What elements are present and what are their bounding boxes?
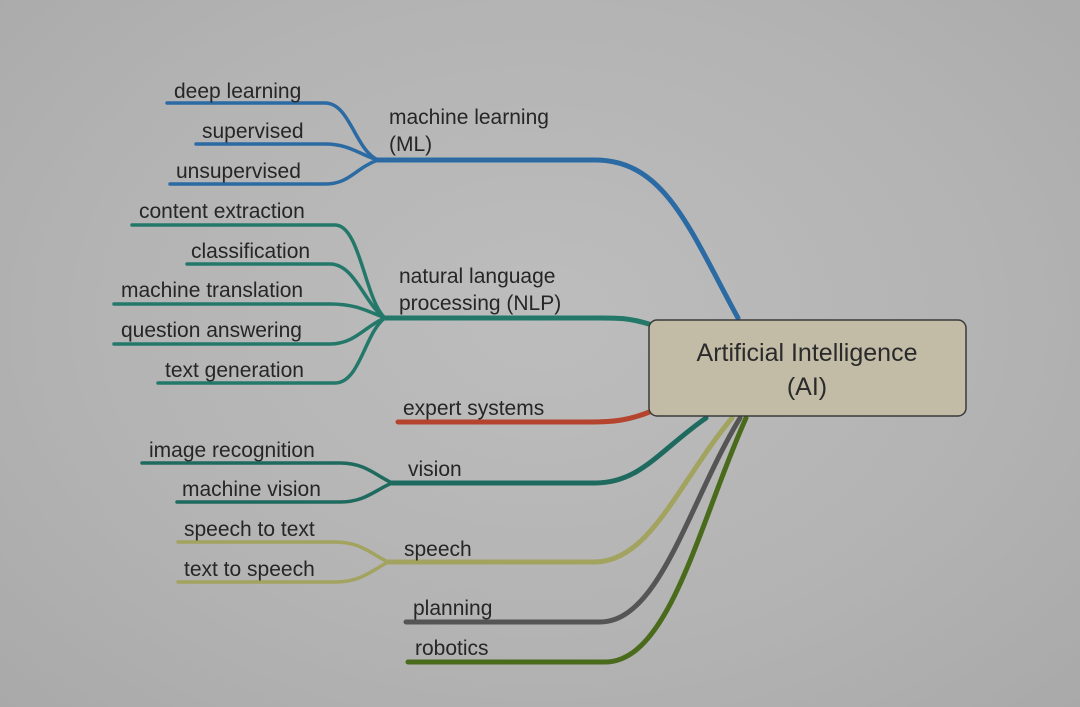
connector-vision <box>389 415 709 486</box>
leaf-line-text-to-speech <box>176 560 390 584</box>
leaf-line-text-generation <box>156 316 387 385</box>
branch-speech: speech speech to text text to speech <box>176 415 735 584</box>
connector-robotics <box>405 415 749 665</box>
central-node-title-line2: (AI) <box>787 373 827 401</box>
leaf-line-machine-translation <box>112 302 387 320</box>
connector-nlp <box>382 315 655 328</box>
central-node-title-line1: Artificial Intelligence <box>697 339 918 367</box>
branch-label-vision: vision <box>408 458 462 481</box>
leaf-line-content-extraction <box>130 223 387 320</box>
leaf-label-text-generation: text generation <box>165 359 304 382</box>
leaf-line-machine-vision <box>175 481 394 504</box>
central-node-box <box>648 319 967 417</box>
connector-speech <box>385 415 735 565</box>
branch-ml: machine learning (ML) deep learning supe… <box>165 80 741 321</box>
branch-nlp: natural language processing (NLP) conten… <box>112 200 655 385</box>
branch-planning: planning <box>403 415 743 625</box>
branch-label-nlp-line1: natural language <box>399 265 555 288</box>
branch-label-planning: planning <box>413 597 492 620</box>
leaf-line-supervised <box>194 142 380 162</box>
leaf-line-unsupervised <box>168 158 380 186</box>
connector-expert-systems <box>395 408 655 425</box>
branch-label-nlp-line2: processing (NLP) <box>399 292 561 315</box>
leaf-label-machine-vision: machine vision <box>182 478 321 501</box>
leaf-label-content-extraction: content extraction <box>139 200 305 223</box>
leaf-line-image-recognition <box>140 461 394 485</box>
leaf-label-image-recognition: image recognition <box>149 439 315 462</box>
leaf-label-speech-to-text: speech to text <box>184 518 315 541</box>
leaf-label-classification: classification <box>191 240 310 263</box>
leaf-line-speech-to-text <box>176 540 390 564</box>
central-node: Artificial Intelligence (AI) <box>648 319 967 417</box>
leaf-label-supervised: supervised <box>202 120 304 143</box>
branch-expert-systems: expert systems <box>395 397 655 425</box>
leaf-label-text-to-speech: text to speech <box>184 558 315 581</box>
leaf-line-classification <box>185 262 387 320</box>
branch-label-expert-systems: expert systems <box>403 397 544 420</box>
branch-label-ml-line1: machine learning <box>389 106 549 129</box>
branch-vision: vision image recognition machine vision <box>140 415 709 504</box>
leaf-label-machine-translation: machine translation <box>121 279 303 302</box>
leaf-line-deep-learning <box>165 101 380 162</box>
branch-label-ml-line2: (ML) <box>389 133 432 156</box>
connector-ml <box>375 157 741 321</box>
leaf-label-question-answering: question answering <box>121 319 302 342</box>
connector-planning <box>403 415 743 625</box>
leaf-label-unsupervised: unsupervised <box>176 160 301 183</box>
branch-label-speech: speech <box>404 538 472 561</box>
leaf-label-deep-learning: deep learning <box>174 80 301 103</box>
leaf-line-question-answering <box>112 316 387 346</box>
branch-robotics: robotics <box>405 415 749 665</box>
branch-label-robotics: robotics <box>415 637 489 660</box>
